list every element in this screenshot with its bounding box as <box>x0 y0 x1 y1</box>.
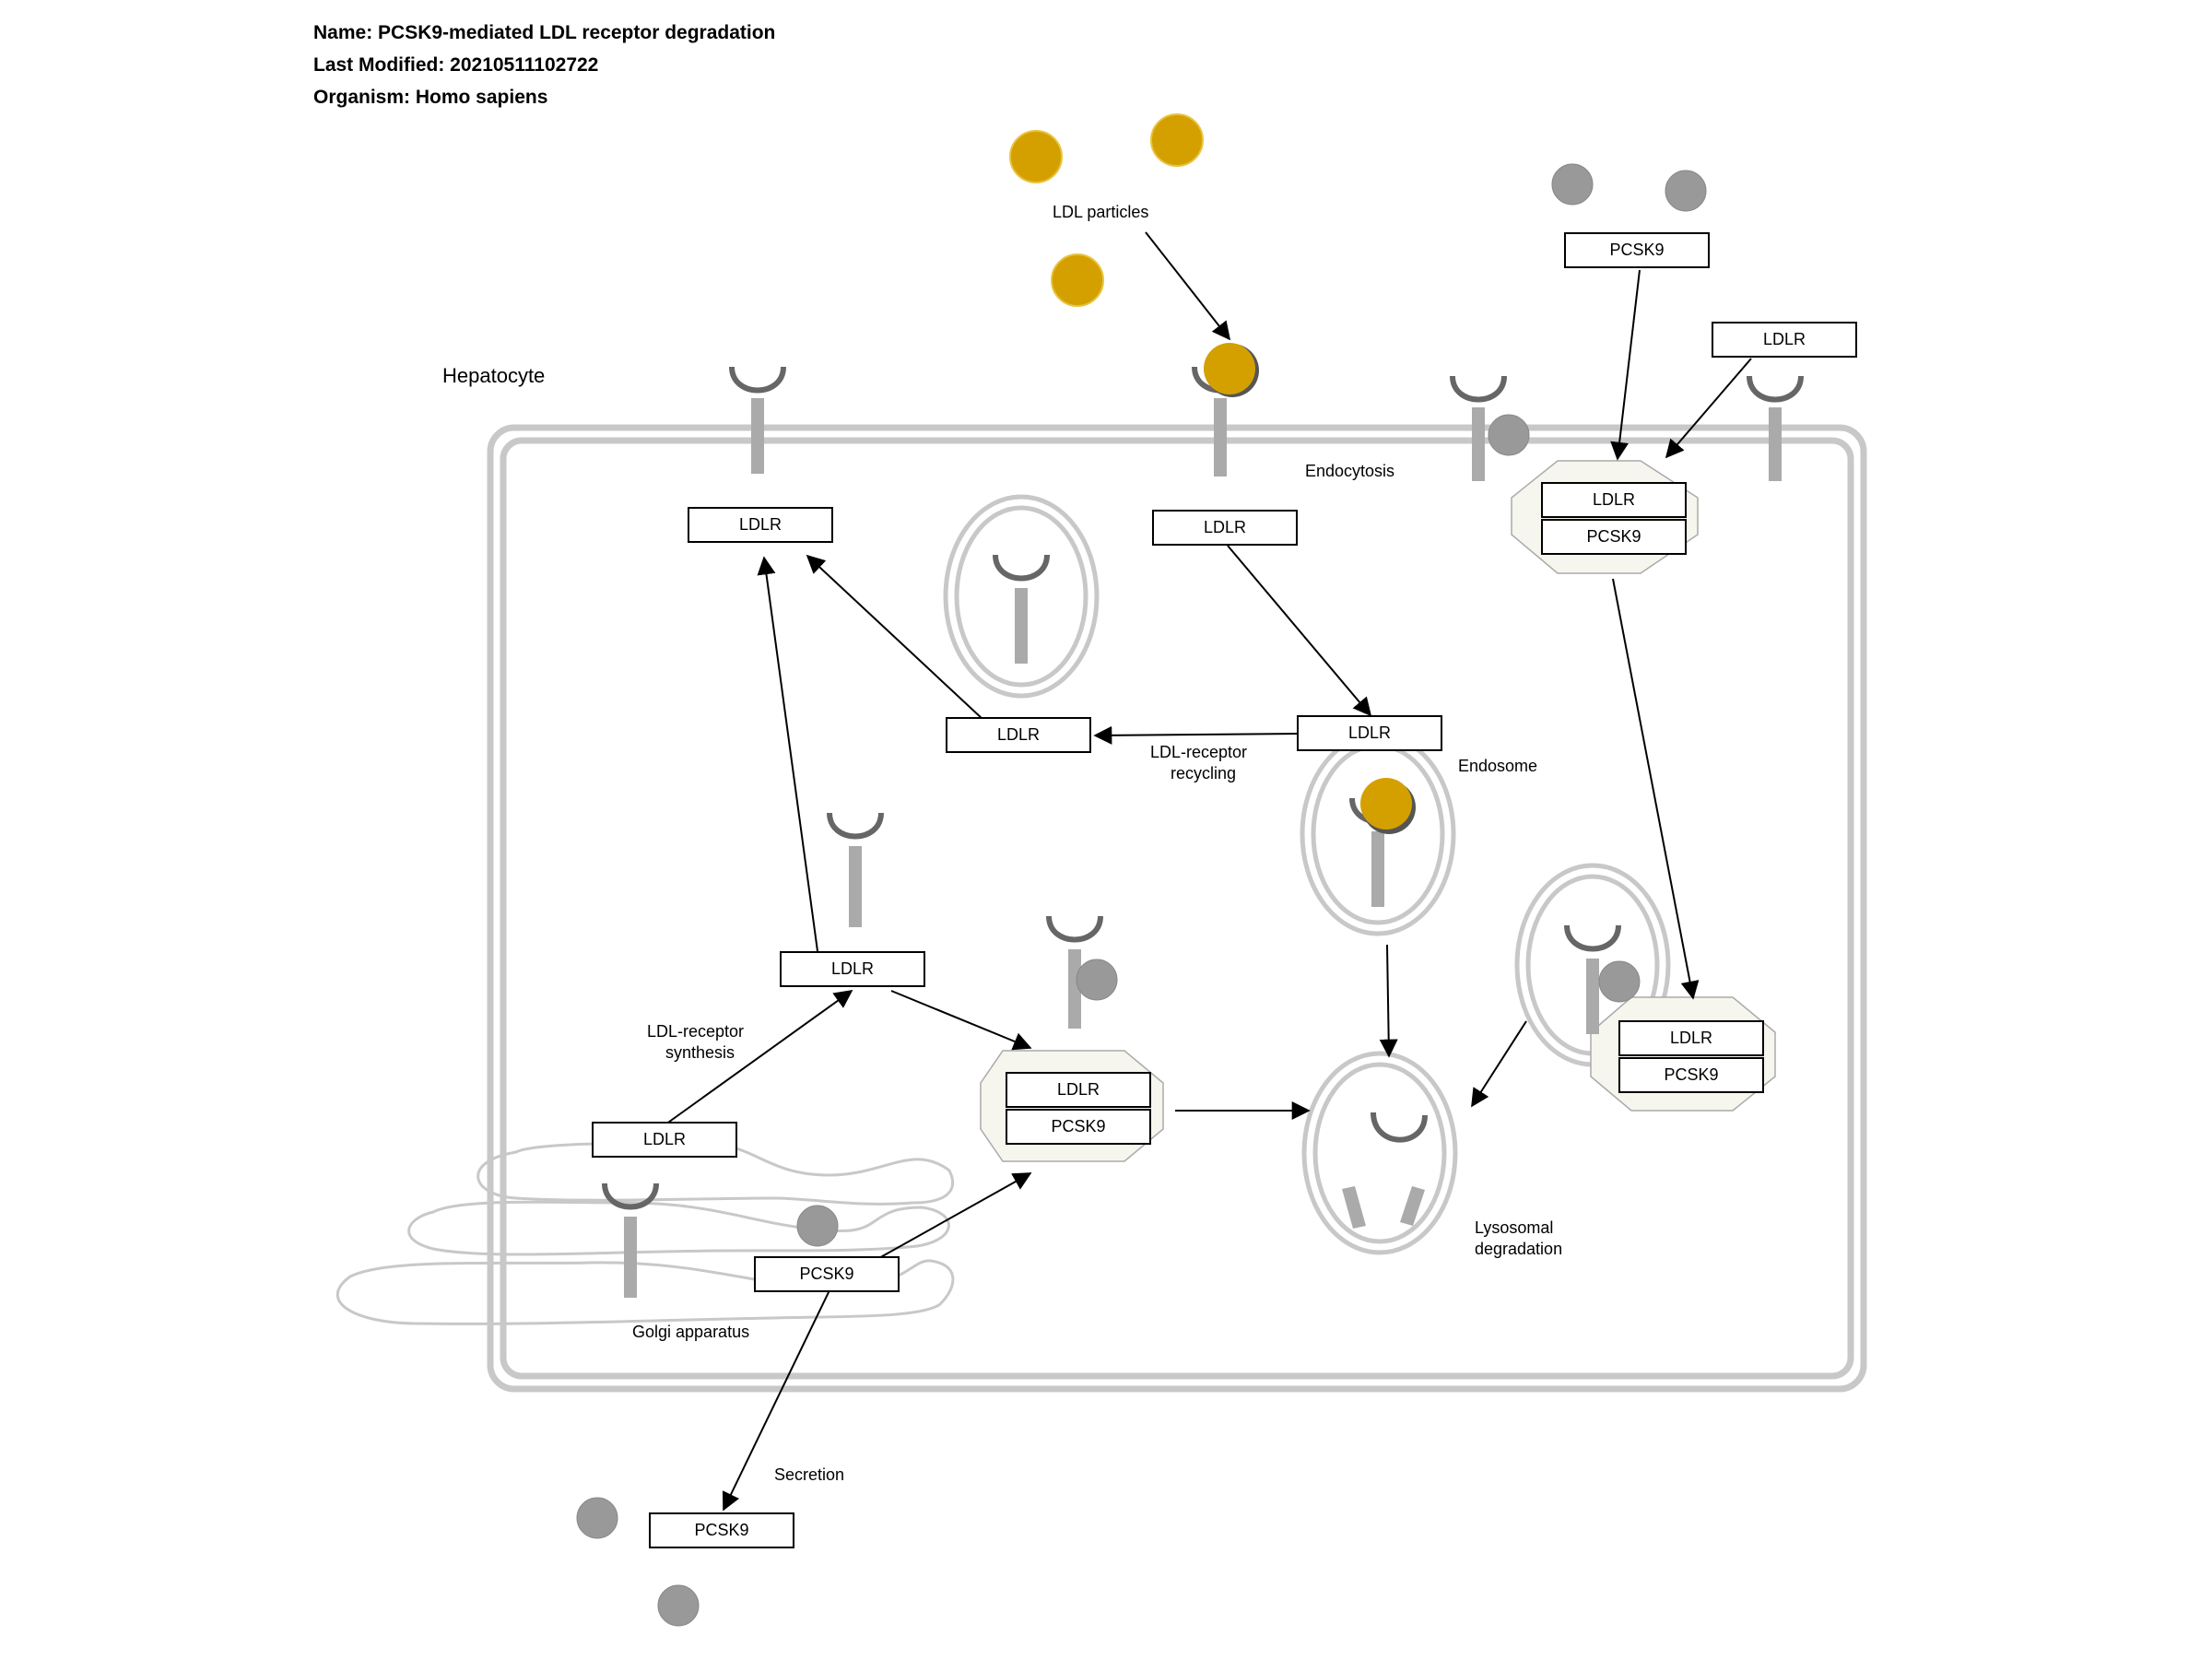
pcsk9-particle <box>1665 170 1707 212</box>
ldlr-receptor-glyph <box>1747 375 1804 481</box>
recycling-label-line2: recycling <box>1171 764 1236 782</box>
ldlr-receptor-glyph <box>1046 915 1103 1029</box>
ldlr-receptor-glyph <box>602 1182 659 1298</box>
svg-text:LDLR: LDLR <box>1348 724 1391 742</box>
ldl-particle <box>1051 253 1104 307</box>
lysosome <box>1301 1051 1458 1255</box>
ldl-particle <box>1150 113 1204 167</box>
pcsk9-particle <box>1551 163 1594 206</box>
node-ldlr-recycled[interactable]: LDLR <box>946 717 1091 753</box>
edge-endocytosis <box>1227 545 1372 717</box>
golgi-apparatus <box>336 1141 955 1325</box>
pcsk9-particle <box>576 1497 618 1539</box>
node-pcsk9-secreted[interactable]: PCSK9 <box>649 1512 794 1548</box>
ldl-particles-label: LDL particles <box>1053 203 1148 221</box>
golgi-label: Golgi apparatus <box>632 1323 749 1341</box>
svg-text:LDLR: LDLR <box>1204 518 1246 536</box>
hepatocyte-label: Hepatocyte <box>442 364 545 387</box>
pcsk9-particle <box>1598 960 1641 1003</box>
complex-ldlr-pcsk9-surface[interactable]: LDLR PCSK9 <box>1541 482 1687 555</box>
node-ldlr-endosome[interactable]: LDLR <box>1297 715 1442 751</box>
hepatocyte-membrane <box>487 424 1867 1393</box>
svg-text:PCSK9: PCSK9 <box>1051 1117 1105 1135</box>
svg-text:PCSK9: PCSK9 <box>1586 527 1641 546</box>
synthesis-label-line1: LDL-receptor <box>647 1022 744 1041</box>
svg-text:LDLR: LDLR <box>1670 1029 1712 1047</box>
svg-text:LDLR: LDLR <box>1057 1080 1100 1099</box>
edge-endosome-to-lysosome <box>1379 944 1398 1058</box>
node-pcsk9-extracellular[interactable]: PCSK9 <box>1564 232 1710 268</box>
svg-text:PCSK9: PCSK9 <box>799 1265 853 1283</box>
ldl-particle <box>1009 130 1063 183</box>
ldlr-receptor-glyph <box>729 366 786 474</box>
svg-text:LDLR: LDLR <box>739 515 782 534</box>
pcsk9-particle <box>796 1205 839 1247</box>
pcsk9-particle <box>1076 959 1118 1001</box>
ldlr-receptor-glyph <box>993 554 1050 664</box>
edge-recycling <box>1093 725 1300 745</box>
edge-synthesis <box>665 990 853 1125</box>
node-ldlr-endocytosed[interactable]: LDLR <box>1152 510 1298 546</box>
svg-text:LDLR: LDLR <box>1763 330 1806 348</box>
edges <box>665 231 1752 1512</box>
node-ldlr-surface-recycled[interactable]: LDLR <box>688 507 833 543</box>
lysosomal-label-line1: Lysosomal <box>1475 1218 1553 1237</box>
synthesis-label-line2: synthesis <box>665 1043 735 1062</box>
svg-text:LDLR: LDLR <box>643 1130 686 1148</box>
edge-ldl-binding <box>1145 231 1231 341</box>
ldl-particle-bound <box>1360 778 1416 834</box>
edge-secretion <box>722 1289 830 1512</box>
secretion-label: Secretion <box>774 1465 844 1484</box>
lysosomal-label-line2: degradation <box>1475 1240 1562 1258</box>
node-pcsk9-golgi[interactable]: PCSK9 <box>754 1256 900 1292</box>
edge-pcsk9-to-complex <box>877 1172 1032 1260</box>
complex-ldlr-pcsk9-lysosome[interactable]: LDLR PCSK9 <box>1618 1020 1764 1093</box>
endosome-label: Endosome <box>1458 757 1537 775</box>
complex-ldlr-pcsk9-intracellular[interactable]: LDLR PCSK9 <box>1006 1072 1151 1145</box>
last-modified: Last Modified: 20210511102722 <box>313 54 598 76</box>
ldl-particle-bound <box>1204 343 1259 397</box>
edge-ldlr-to-complex <box>890 990 1032 1051</box>
svg-text:PCSK9: PCSK9 <box>1664 1065 1718 1084</box>
svg-text:LDLR: LDLR <box>831 959 874 978</box>
node-ldlr-golgi[interactable]: LDLR <box>592 1122 737 1158</box>
organism: Organism: Homo sapiens <box>313 87 547 108</box>
edge-vesicle-to-lysosome <box>1471 1020 1527 1108</box>
degraded-ldlr-glyph <box>1342 1112 1428 1229</box>
edge-ldlr-binding <box>1665 358 1752 459</box>
endocytosis-label: Endocytosis <box>1305 462 1394 480</box>
svg-text:LDLR: LDLR <box>1593 490 1635 509</box>
pcsk9-particle <box>657 1584 700 1627</box>
node-ldlr-extracellular[interactable]: LDLR <box>1712 322 1857 358</box>
recycling-label-line1: LDL-receptor <box>1150 743 1247 761</box>
edge-synth-to-surface <box>757 556 818 952</box>
recycling-vesicle <box>943 494 1100 699</box>
ldlr-receptor-glyph <box>1450 375 1507 481</box>
svg-text:PCSK9: PCSK9 <box>1609 241 1664 259</box>
svg-text:LDLR: LDLR <box>997 725 1040 744</box>
svg-text:PCSK9: PCSK9 <box>694 1521 748 1539</box>
edge-recycled-to-surface <box>806 554 984 721</box>
ldlr-receptor-glyph <box>1564 924 1621 1034</box>
node-ldlr-synthesized[interactable]: LDLR <box>780 951 925 987</box>
edge-complex-internalization <box>1612 578 1700 1000</box>
pcsk9-particle <box>1488 414 1530 456</box>
ldlr-receptor-glyph <box>827 812 884 927</box>
pathway-name: Name: PCSK9-mediated LDL receptor degrad… <box>313 22 775 43</box>
edge-pcsk9-binding <box>1610 269 1641 461</box>
